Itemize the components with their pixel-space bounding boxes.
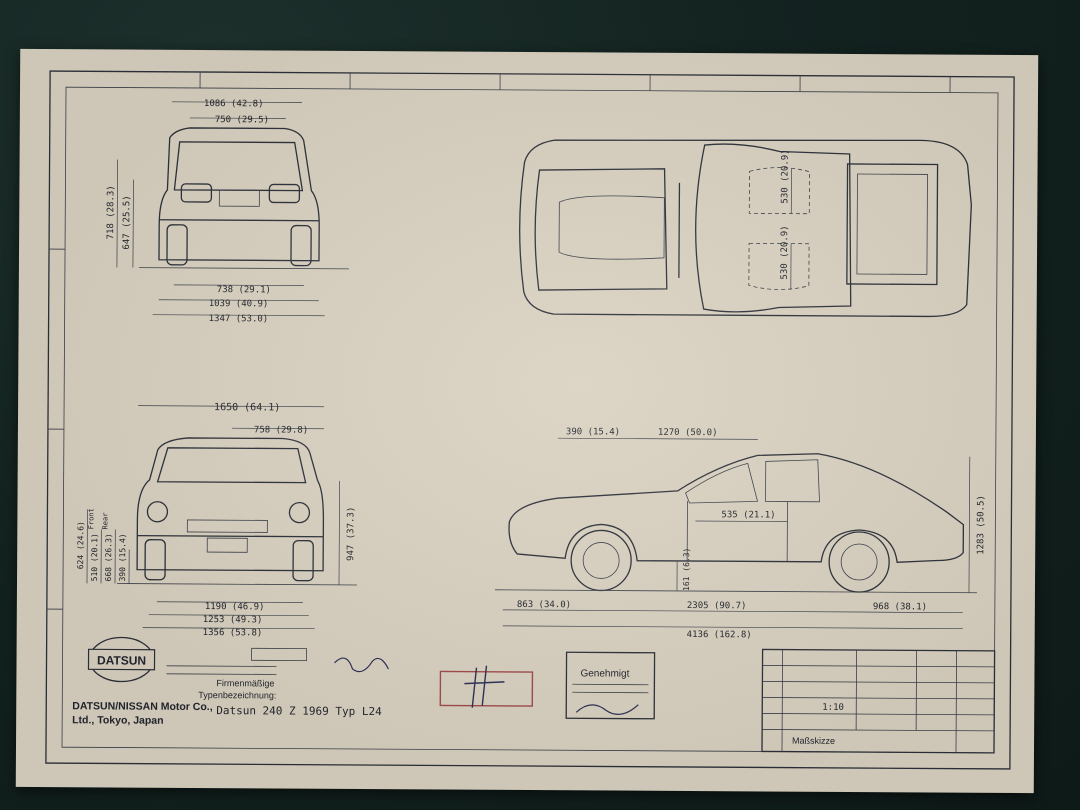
dim-rear-718: 718 (28.3) xyxy=(106,185,116,239)
inner-frame xyxy=(61,86,999,754)
datsun-logo-bar xyxy=(87,648,156,671)
dim-rear-750: 750 (29.5) xyxy=(215,115,269,125)
dim-side-390: 390 (15.4) xyxy=(566,427,620,437)
dim-front-1650: 1650 (64.1) xyxy=(214,402,280,413)
label-rear: Rear xyxy=(101,513,109,530)
dim-rear-647: 647 (25.5) xyxy=(122,195,132,249)
dim-side-535: 535 (21.1) xyxy=(721,510,775,520)
signature-2 xyxy=(464,665,505,708)
dim-side-1270: 1270 (50.0) xyxy=(658,428,718,438)
scale: 1:10 xyxy=(822,703,844,713)
dim-seat-top: 530 (20.9) xyxy=(780,149,790,203)
dim-seat-bottom: 530 (20.9) xyxy=(780,225,790,279)
red-stamp xyxy=(439,670,534,707)
label-front: Front xyxy=(87,508,95,529)
dim-front-947: 947 (37.3) xyxy=(346,507,356,561)
model-name: Datsun 240 Z 1969 Typ L24 xyxy=(216,704,382,718)
side-view: 390 (15.4) 1270 (50.0) 535 (21.1) 1283 (… xyxy=(494,427,987,640)
dim-front-1190: 1190 (46.9) xyxy=(205,602,265,612)
dim-rear-1039: 1039 (40.9) xyxy=(209,299,269,309)
company-line-2: Ltd., Tokyo, Japan xyxy=(72,714,163,727)
dim-front-510: 510 (20.1) xyxy=(90,533,99,581)
datsun-logo-circle xyxy=(88,636,155,683)
top-view: 530 (20.9) 530 (20.9) xyxy=(519,139,972,318)
dim-front-624: 624 (24.6) xyxy=(76,521,85,569)
dim-front-overhang: 863 (34.0) xyxy=(517,600,571,610)
dim-side-161: 161 (6.3) xyxy=(682,548,691,591)
signature-3 xyxy=(575,704,639,716)
dim-front-1356: 1356 (53.8) xyxy=(203,628,263,638)
rear-view: 1086 (42.8) 750 (29.5) 738 (29.1) 1039 (… xyxy=(106,99,349,324)
dim-front-758: 758 (29.8) xyxy=(254,425,308,435)
outer-frame xyxy=(45,70,1015,770)
dim-rear-overhang: 968 (38.1) xyxy=(873,602,927,612)
drawing-title: Maßskizze xyxy=(792,736,835,746)
datsun-logo-text: DATSUN xyxy=(97,653,146,667)
dim-side-1283: 1283 (50.5) xyxy=(976,495,986,555)
dim-front-668: 668 (26.3) xyxy=(104,533,113,581)
approval-stamp xyxy=(565,651,656,720)
blueprint-sheet: 1086 (42.8) 750 (29.5) 738 (29.1) 1039 (… xyxy=(15,48,1039,794)
type-label-line-2: Typenbezeichnung: xyxy=(198,690,276,700)
signature-1 xyxy=(334,657,390,673)
front-view: 1650 (64.1) 758 (29.8) 947 (37.3) 624 (2… xyxy=(76,402,357,638)
title-block: DATSUN DATSUN/NISSAN Motor Co., Ltd., To… xyxy=(72,636,996,754)
dim-rear-1347: 1347 (53.0) xyxy=(209,314,269,324)
dim-overall-length: 4136 (162.8) xyxy=(687,630,752,640)
drawing-info-table xyxy=(761,648,996,754)
approval-title: Genehmigt xyxy=(580,668,629,679)
company-line-1: DATSUN/NISSAN Motor Co., xyxy=(72,700,213,713)
dim-wheelbase: 2305 (90.7) xyxy=(687,601,747,611)
dim-rear-738: 738 (29.1) xyxy=(217,285,271,295)
dim-rear-1086: 1086 (42.8) xyxy=(204,99,264,109)
type-label-line-1: Firmenmäßige xyxy=(216,678,274,688)
blueprint-drawing: 1086 (42.8) 750 (29.5) 738 (29.1) 1039 (… xyxy=(45,70,1015,770)
dim-front-390: 390 (15.4) xyxy=(118,533,127,581)
dim-front-1253: 1253 (49.3) xyxy=(203,615,263,625)
